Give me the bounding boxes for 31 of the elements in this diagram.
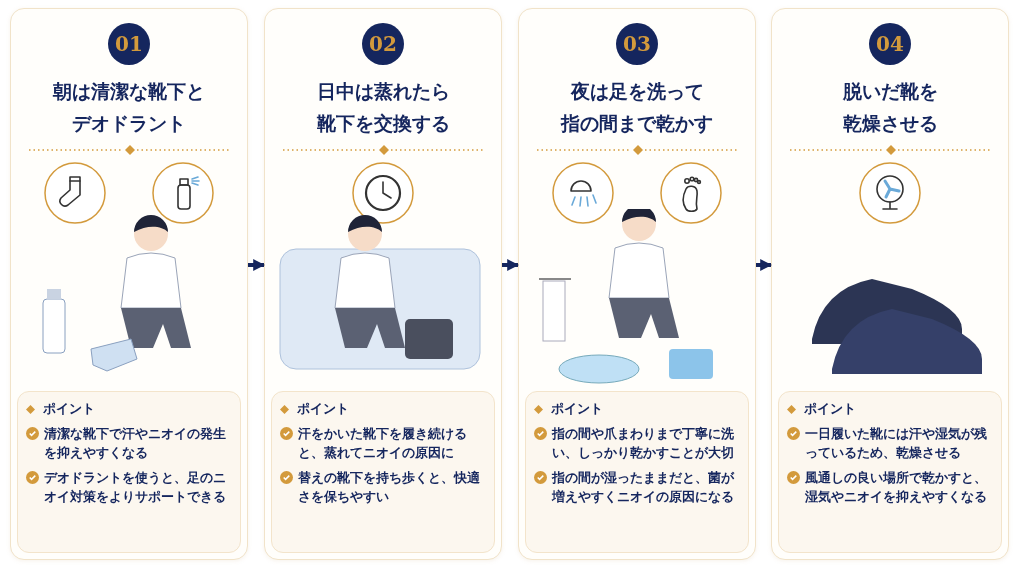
point-text: 一日履いた靴には汗や湿気が残っているため、乾燥させる bbox=[805, 425, 988, 463]
point-text: 指の間や爪まわりまで丁寧に洗い、しっかり乾かすことが大切 bbox=[552, 425, 735, 463]
step-card bbox=[10, 8, 248, 560]
step-number: 03 bbox=[616, 23, 658, 65]
point-text: 指の間が湿ったままだと、菌が増えやすくニオイの原因になる bbox=[552, 468, 736, 507]
point-heading: ポイント bbox=[43, 400, 95, 418]
step-number: 04 bbox=[869, 23, 911, 65]
step-title: 脱いだ靴を乾燥させる bbox=[841, 79, 939, 136]
point-text: 汗をかいた靴下を履き続けると、蒸れてニオイの原因に bbox=[298, 425, 468, 463]
point-panel bbox=[525, 391, 749, 553]
point-text: 清潔な靴下で汗やニオイの発生を抑えやすくなる bbox=[44, 425, 227, 463]
step-title: 朝は清潔な靴下とデオドラント bbox=[51, 79, 206, 136]
step-card bbox=[518, 8, 756, 560]
point-heading: ポイント bbox=[297, 400, 349, 418]
point-panel bbox=[17, 391, 241, 553]
point-text: 替えの靴下を持ち歩くと、快適さを保ちやすい bbox=[298, 468, 481, 507]
arrow bbox=[248, 259, 266, 271]
step-card bbox=[771, 8, 1009, 560]
step-number: 02 bbox=[362, 23, 404, 65]
step-title: 日中は蒸れたら靴下を交換する bbox=[315, 79, 451, 136]
step-card bbox=[264, 8, 502, 560]
point-text: 風通しの良い場所で乾かすと、湿気やニオイを抑えやすくなる bbox=[805, 468, 988, 507]
step-number: 01 bbox=[108, 23, 150, 65]
point-heading: ポイント bbox=[804, 400, 856, 418]
point-panel bbox=[271, 391, 495, 553]
point-panel bbox=[778, 391, 1002, 553]
step-title: 夜は足を洗って指の間まで乾かす bbox=[559, 79, 714, 136]
arrow bbox=[756, 259, 773, 271]
arrow bbox=[502, 259, 520, 271]
point-heading: ポイント bbox=[551, 400, 603, 418]
point-text: デオドラントを使うと、足のニオイ対策をよりサポートできる bbox=[44, 468, 227, 507]
